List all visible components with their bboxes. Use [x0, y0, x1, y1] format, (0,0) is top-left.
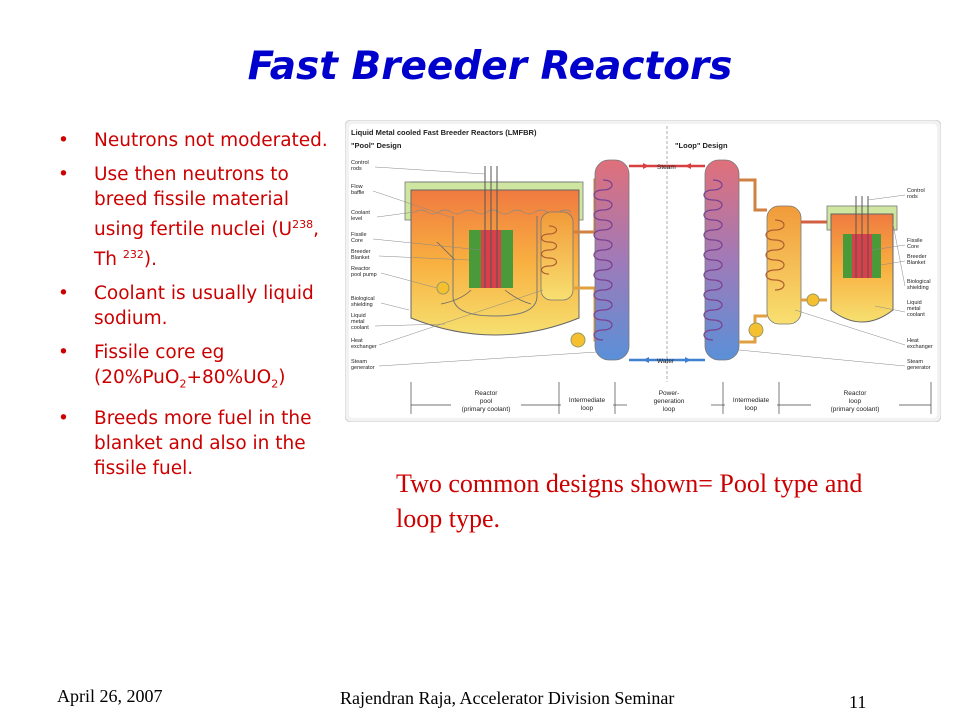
svg-text:generation: generation	[654, 398, 685, 405]
svg-text:rods: rods	[351, 166, 362, 172]
diagram-heading: Liquid Metal cooled Fast Breeder Reactor…	[351, 128, 537, 137]
svg-text:exchanger: exchanger	[907, 344, 933, 350]
loop-labels: Control rods Fissile Core Breeder Blanke…	[907, 188, 933, 371]
intermediate-pump-right	[748, 322, 764, 338]
svg-text:rods: rods	[907, 194, 918, 200]
svg-text:Biological: Biological	[907, 279, 931, 285]
heat-exchanger-pool	[540, 211, 574, 301]
svg-text:Reactor: Reactor	[844, 390, 868, 397]
svg-text:Intermediate: Intermediate	[733, 397, 770, 404]
svg-text:Coolant: Coolant	[351, 210, 370, 216]
slide-title: Fast Breeder Reactors	[247, 44, 733, 89]
svg-text:loop: loop	[581, 405, 594, 412]
svg-text:loop: loop	[849, 398, 862, 405]
bullet-item: Fissile core eg (20%PuO2+80%UO2)	[58, 340, 343, 397]
steam-label: Steam	[657, 164, 676, 171]
svg-text:Intermediate: Intermediate	[569, 397, 606, 404]
svg-text:metal: metal	[907, 306, 920, 312]
footer-author: Rajendran Raja, Accelerator Division Sem…	[340, 688, 675, 708]
svg-text:(primary coolant): (primary coolant)	[831, 406, 880, 413]
svg-text:Control: Control	[907, 188, 925, 194]
svg-text:exchanger: exchanger	[351, 344, 377, 350]
svg-text:Control: Control	[351, 160, 369, 166]
lmfbr-diagram: Liquid Metal cooled Fast Breeder Reactor…	[345, 120, 941, 422]
svg-text:Breeder: Breeder	[351, 249, 371, 255]
bullet-item: Use then neutrons to breed fissile mater…	[58, 162, 343, 272]
svg-text:loop: loop	[745, 405, 758, 412]
bullet-list: Neutrons not moderated. Use then neutron…	[58, 128, 343, 490]
svg-text:metal: metal	[351, 319, 364, 325]
svg-text:Steam: Steam	[907, 359, 923, 365]
svg-text:Power-: Power-	[659, 390, 680, 397]
svg-text:Heat: Heat	[907, 338, 919, 344]
bullet-item: Neutrons not moderated.	[58, 128, 343, 153]
svg-text:generator: generator	[351, 365, 375, 371]
svg-text:pool: pool	[480, 398, 493, 405]
svg-text:Fissile: Fissile	[907, 238, 923, 244]
svg-text:Flow: Flow	[351, 184, 363, 190]
svg-text:Heat: Heat	[351, 338, 363, 344]
page-number: 11	[849, 692, 867, 712]
svg-text:Liquid: Liquid	[907, 300, 922, 306]
svg-text:Reactor: Reactor	[475, 390, 499, 397]
svg-text:Biological: Biological	[351, 296, 375, 302]
svg-text:shielding: shielding	[351, 302, 373, 308]
footer-date: April 26, 2007	[57, 686, 163, 706]
svg-text:Blanket: Blanket	[907, 260, 926, 266]
pool-labels: Control rods Flow baffle Coolant level F…	[351, 160, 377, 371]
pool-design	[404, 159, 630, 361]
loop-type-labels: Reactor pool (primary coolant) Intermedi…	[462, 390, 880, 413]
water-label: Water	[657, 358, 675, 365]
intermediate-pump-left	[570, 332, 586, 348]
svg-text:Core: Core	[907, 244, 919, 250]
svg-text:loop: loop	[663, 406, 676, 413]
svg-text:Breeder: Breeder	[907, 254, 927, 260]
breeder-blanket-left	[469, 230, 481, 288]
loop-design-label: "Loop" Design	[675, 141, 728, 150]
svg-text:coolant: coolant	[351, 325, 369, 331]
svg-text:pool pump: pool pump	[351, 272, 377, 278]
svg-text:(primary coolant): (primary coolant)	[462, 406, 511, 413]
svg-text:generator: generator	[907, 365, 931, 371]
pool-design-label: "Pool" Design	[351, 141, 402, 150]
svg-text:baffle: baffle	[351, 190, 364, 196]
svg-text:Blanket: Blanket	[351, 255, 370, 261]
svg-text:level: level	[351, 216, 362, 222]
loop-design	[703, 159, 898, 361]
breeder-blanket-right	[501, 230, 513, 288]
svg-text:Fissile: Fissile	[351, 232, 367, 238]
reactor-loop-pump	[806, 293, 820, 307]
diagram-caption: Two common designs shown= Pool type and …	[396, 469, 863, 533]
svg-text:Reactor: Reactor	[351, 266, 370, 272]
svg-text:shielding: shielding	[907, 285, 929, 291]
bullet-item: Coolant is usually liquid sodium.	[58, 281, 343, 331]
svg-text:Liquid: Liquid	[351, 313, 366, 319]
bullet-item: Breeds more fuel in the blanket and also…	[58, 406, 343, 481]
svg-text:coolant: coolant	[907, 312, 925, 318]
svg-text:Steam: Steam	[351, 359, 367, 365]
svg-text:Core: Core	[351, 238, 363, 244]
reactor-pool-pump	[436, 281, 450, 295]
